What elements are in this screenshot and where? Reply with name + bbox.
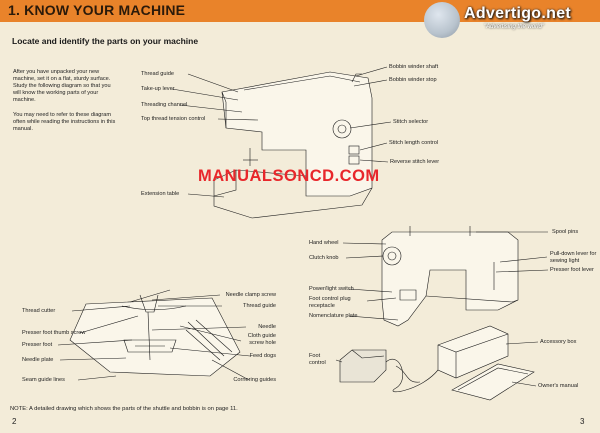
page-title: 1. KNOW YOUR MACHINE [8, 2, 186, 18]
label-extension-table: Extension table [141, 191, 180, 197]
label-thread-guide-needle: Thread guide [243, 303, 276, 309]
label-stitch-length-control: Stitch length control [389, 140, 439, 146]
globe-icon [424, 2, 460, 38]
label-cornering-guides: Cornering guides [233, 377, 276, 383]
label-needle-plate: Needle plate [22, 357, 54, 363]
page-number-right: 3 [580, 417, 585, 426]
sewing-machine-front-illustration [213, 71, 373, 219]
label-take-up-lever: Take-up lever [141, 86, 175, 92]
label-foot-control: Foot control [309, 353, 326, 366]
intro-text: After you have unpacked your new machine… [13, 69, 117, 141]
label-needle-clamp-screw: Needle clamp screw [225, 292, 276, 298]
accessory-box-illustration [437, 325, 509, 379]
needle-area-illustration [69, 289, 241, 377]
ad-overlay[interactable]: Advertigo.net "Advertising the world" [424, 0, 600, 38]
label-bobbin-winder-stop: Bobbin winder stop [389, 77, 437, 83]
page-number-left: 2 [12, 417, 17, 426]
sewing-machine-rear-illustration [381, 226, 519, 327]
label-reverse-stitch-lever: Reverse stitch lever [390, 159, 440, 165]
label-top-thread-tension-control: Top thread tension control [141, 116, 206, 122]
label-hand-wheel: Hand wheel [309, 240, 339, 246]
label-presser-foot: Presser foot [22, 342, 53, 348]
label-needle: Needle [258, 324, 276, 330]
label-feed-dogs: Feed dogs [249, 353, 276, 359]
label-foot-control-plug-receptacle: Foot control plug receptacle [309, 296, 351, 309]
owners-manual-illustration [451, 363, 535, 401]
label-thread-cutter: Thread cutter [22, 308, 56, 314]
label-spool-pins: Spool pins [552, 229, 579, 235]
label-owners-manual: Owner's manual [538, 383, 579, 389]
label-pull-down-lever: Pull-down lever for sewing light [550, 251, 597, 264]
label-clutch-knob: Clutch knob [309, 255, 339, 261]
label-bobbin-winder-shaft: Bobbin winder shaft [389, 64, 439, 70]
label-presser-foot-thumb-screw: Presser foot thumb screw [22, 330, 86, 336]
foot-control-illustration [339, 349, 439, 393]
label-nomenclature-plate: Nomenclature plate [309, 313, 358, 319]
label-stitch-selector: Stitch selector [393, 119, 429, 125]
label-power-light-switch: Power/light switch [309, 286, 354, 292]
watermark-text: MANUALSONCD.COM [198, 167, 380, 185]
label-cloth-guide-screw-hole: Cloth guide screw hole [247, 333, 276, 346]
ad-site-name[interactable]: Advertigo.net [464, 5, 572, 22]
label-thread-guide: Thread guide [141, 71, 174, 77]
label-seam-guide-lines: Seam guide lines [22, 377, 65, 383]
ad-tagline: "Advertising the world" [484, 24, 544, 30]
label-accessory-box: Accessory box [540, 339, 577, 345]
label-presser-foot-lever: Presser foot lever [550, 267, 594, 273]
footer-note: NOTE: A detailed drawing which shows the… [10, 406, 238, 412]
intro-paragraph-2: You may need to refer to these diagram o… [13, 112, 116, 132]
intro-paragraph-1: After you have unpacked your new machine… [13, 69, 111, 103]
label-threading-channel: Threading channel [141, 102, 188, 108]
section-subtitle: Locate and identify the parts on your ma… [12, 36, 199, 46]
